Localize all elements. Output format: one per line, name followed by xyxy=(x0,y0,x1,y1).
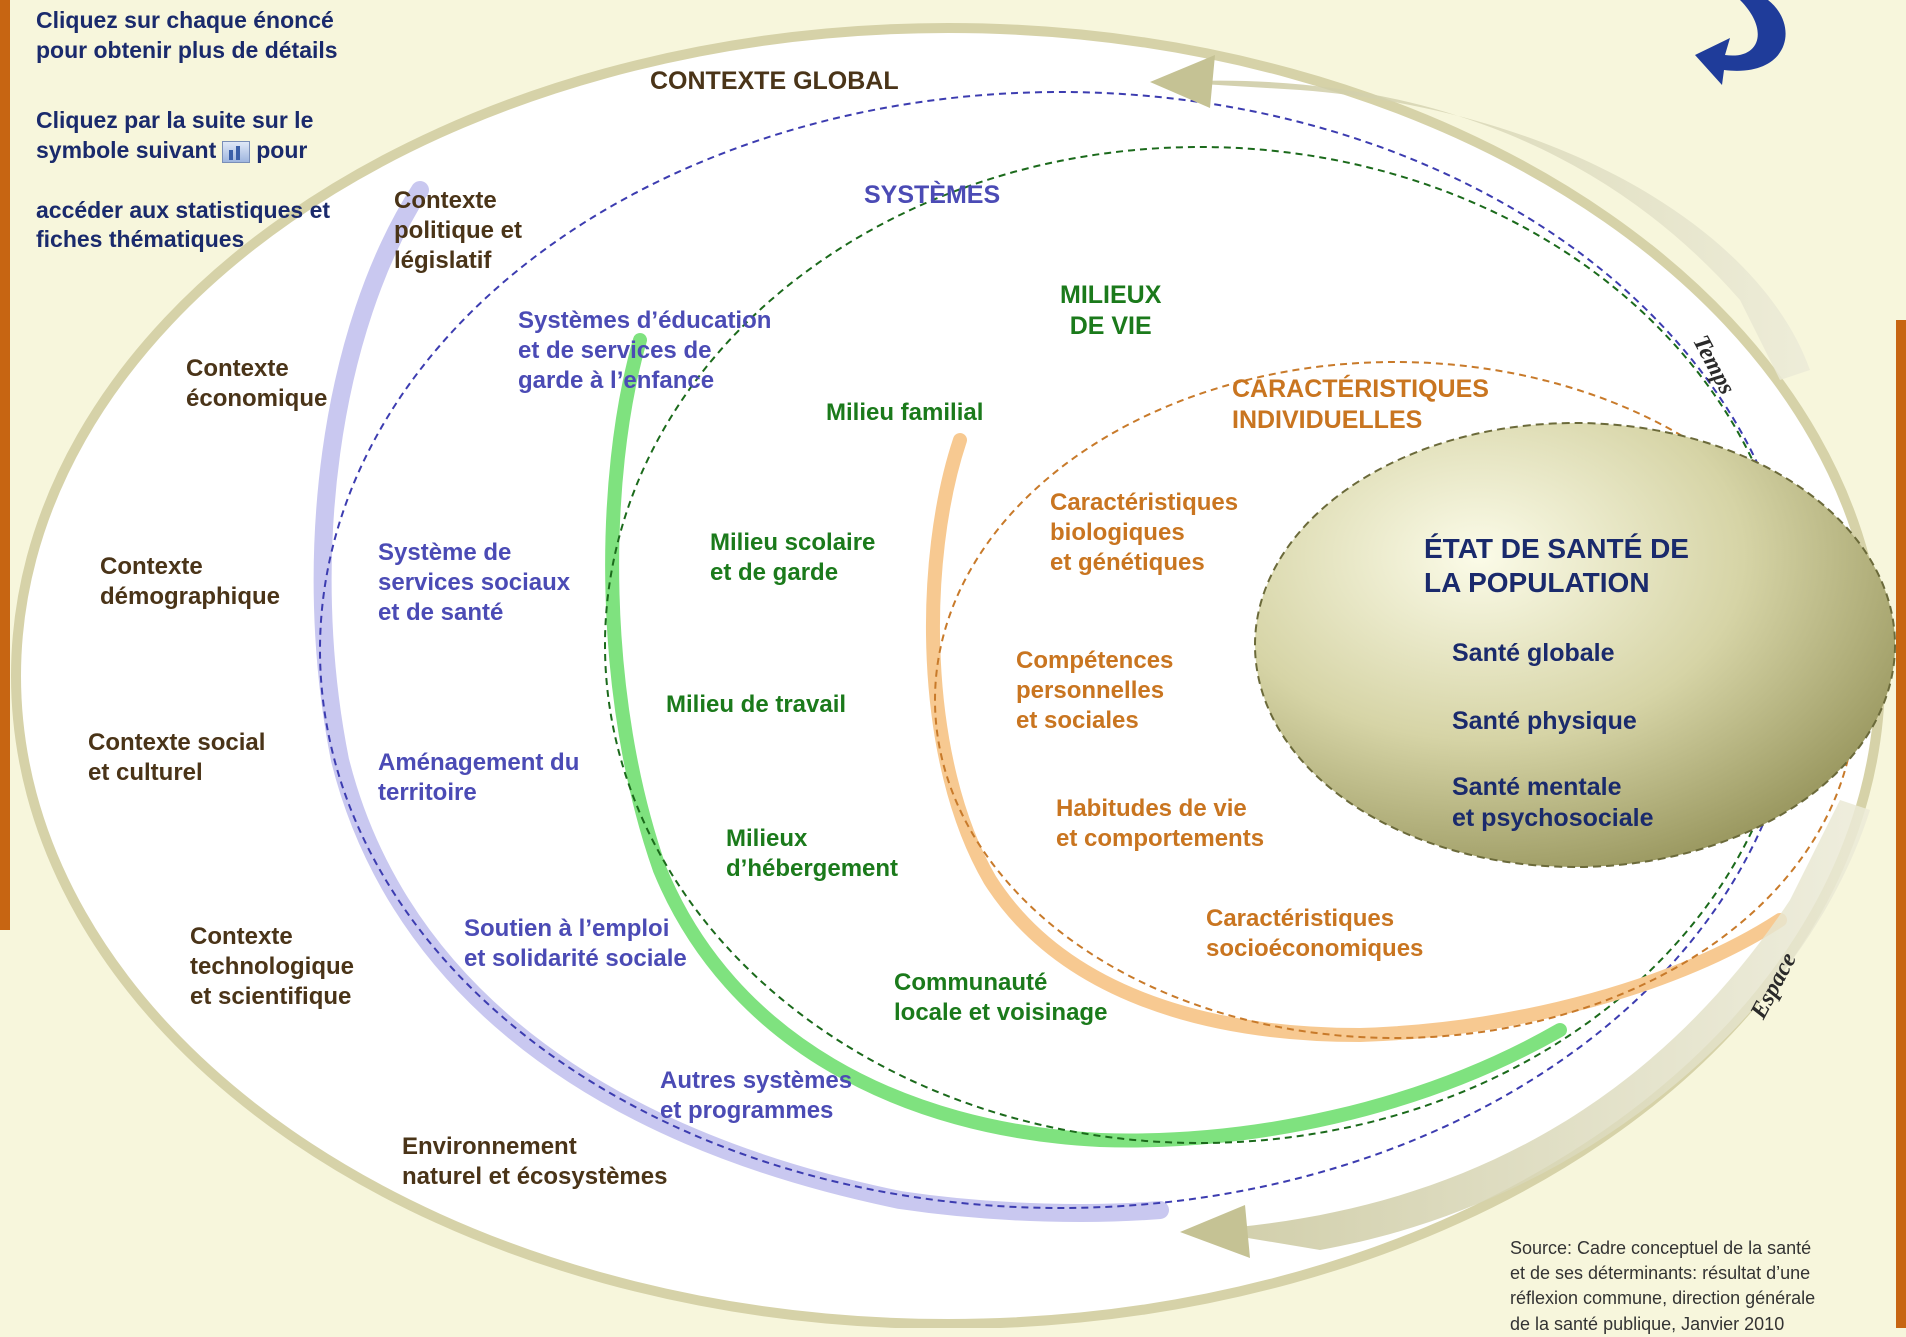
instructions-text-b: pour xyxy=(256,136,308,163)
time-arrow-icon xyxy=(1170,80,1810,381)
instructions-details: Cliquez sur chaque énoncé pour obtenir p… xyxy=(36,7,338,63)
etat-sante-ellipse xyxy=(1254,422,1896,868)
space-arrow-icon xyxy=(1200,800,1870,1250)
systeme-education[interactable]: Systèmes d’éducation et de services de g… xyxy=(518,307,772,394)
instructions-statistics: Cliquez par la suite sur le symbole suiv… xyxy=(36,76,356,255)
milieu-scolaire[interactable]: Milieu scolaire et de garde xyxy=(710,529,876,586)
milieux-band xyxy=(605,333,1567,1148)
milieu-familial[interactable]: Milieu familial xyxy=(826,399,984,426)
etat-sante-title[interactable]: ÉTAT DE SANTÉ DE LA POPULATION xyxy=(1424,533,1689,599)
contexte-environnement[interactable]: Environnement naturel et écosystèmes xyxy=(402,1133,668,1190)
milieux-title[interactable]: MILIEUX DE VIE xyxy=(1060,281,1162,341)
contexte-social[interactable]: Contexte social et culturel xyxy=(88,729,266,786)
caracteristiques-band xyxy=(926,433,1787,1043)
systemes-title[interactable]: SYSTÈMES xyxy=(864,181,1001,209)
milieu-travail[interactable]: Milieu de travail xyxy=(666,691,847,718)
curved-arrow-icon[interactable] xyxy=(1695,0,1786,85)
source-citation: Source: Cadre conceptuel de la santé et … xyxy=(1510,1238,1816,1334)
sante-mentale[interactable]: Santé mentale et psychosociale xyxy=(1452,773,1654,833)
instructions-text-c: accéder aux statistiques et fiches théma… xyxy=(36,196,331,253)
instructions-text-a: Cliquez par la suite sur le symbole suiv… xyxy=(36,106,314,163)
systemes-band xyxy=(313,181,1169,1222)
left-side-bar xyxy=(0,0,10,930)
milieu-communaute[interactable]: Communauté locale et voisinage xyxy=(894,969,1108,1026)
sante-physique[interactable]: Santé physique xyxy=(1452,707,1637,735)
contexte-technologique[interactable]: Contexte technologique et scientifique xyxy=(190,923,354,1010)
caracteristiques-biologiques[interactable]: Caractéristiques biologiques et génétiqu… xyxy=(1050,489,1239,576)
systeme-amenagement[interactable]: Aménagement du territoire xyxy=(378,749,580,806)
caracteristiques-competences[interactable]: Compétences personnelles et sociales xyxy=(1016,647,1174,734)
sante-globale[interactable]: Santé globale xyxy=(1452,639,1615,667)
caracteristiques-socioeco[interactable]: Caractéristiques socioéconomiques xyxy=(1206,905,1424,962)
chart-icon[interactable] xyxy=(222,140,251,163)
space-arrowhead-icon xyxy=(1180,1205,1250,1258)
caracteristiques-habitudes[interactable]: Habitudes de vie et comportements xyxy=(1056,795,1265,852)
contexte-economique[interactable]: Contexte économique xyxy=(186,355,328,412)
systeme-autres[interactable]: Autres systèmes et programmes xyxy=(660,1067,853,1124)
time-arrowhead-icon xyxy=(1150,55,1215,108)
right-side-bar xyxy=(1896,320,1906,1328)
contexte-global-title[interactable]: CONTEXTE GLOBAL xyxy=(650,67,899,95)
systeme-services-sociaux[interactable]: Système de services sociaux et de santé xyxy=(378,539,571,626)
caracteristiques-title[interactable]: CARACTÉRISTIQUES INDIVIDUELLES xyxy=(1232,375,1489,435)
systeme-emploi[interactable]: Soutien à l’emploi et solidarité sociale xyxy=(464,915,687,972)
contexte-demographique[interactable]: Contexte démographique xyxy=(100,553,281,610)
milieu-hebergement[interactable]: Milieux d’hébergement xyxy=(726,825,899,882)
contexte-politique[interactable]: Contexte politique et législatif xyxy=(394,187,522,274)
